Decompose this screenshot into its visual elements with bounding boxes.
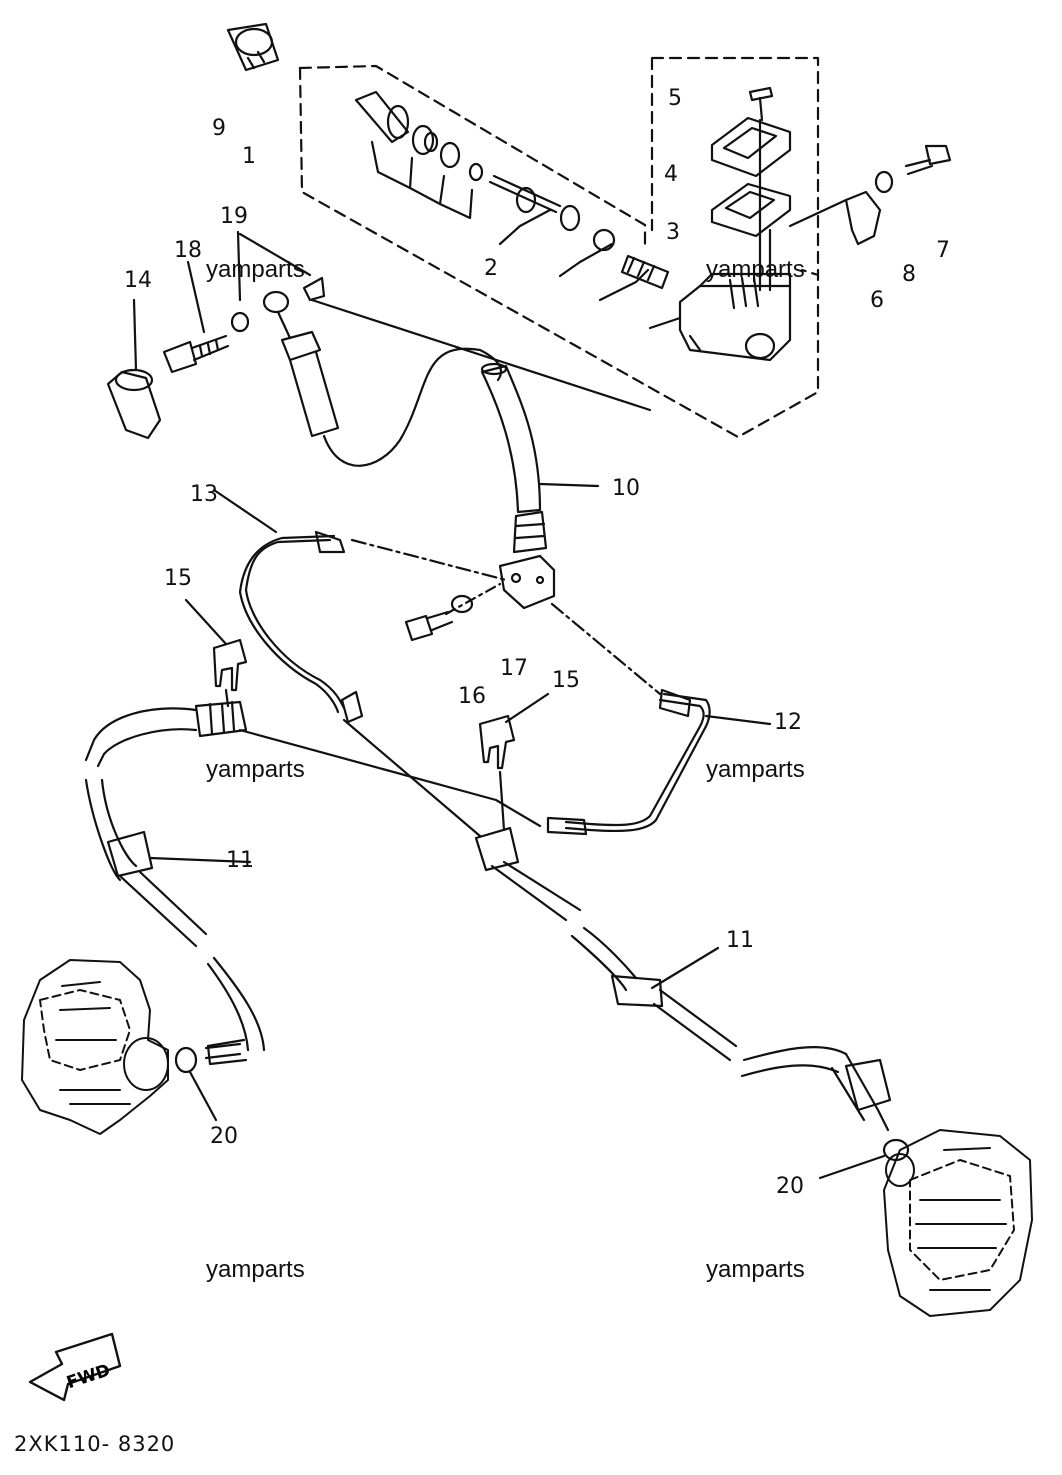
callout-14: 14: [124, 268, 152, 293]
part-14-cover: [106, 298, 162, 440]
callout-6: 6: [870, 288, 884, 313]
part-4-cap: [710, 116, 792, 178]
callout-20-right: 20: [776, 1174, 804, 1199]
callout-5: 5: [668, 86, 682, 111]
callout-19: 19: [220, 204, 248, 229]
reservoir-outline: [650, 56, 820, 277]
part-2-piston-kit: [354, 90, 670, 302]
left-brake-caliper: [21, 959, 169, 1135]
callout-20-left: 20: [210, 1124, 238, 1149]
part-20-washer-left: [174, 1046, 198, 1074]
part-20-washer-right: [882, 1138, 910, 1162]
callout-11-left: 11: [226, 848, 254, 873]
part-3-diaphragm: [710, 182, 792, 238]
callout-15-right: 15: [552, 668, 580, 693]
callout-1: 1: [242, 144, 256, 169]
callout-10: 10: [612, 476, 640, 501]
callout-2: 2: [484, 256, 498, 281]
part-6-clamp: [788, 190, 882, 246]
callout-8: 8: [902, 262, 916, 287]
callout-15-left: 15: [164, 566, 192, 591]
part-17-washer: [450, 594, 474, 614]
callout-11-right: 11: [726, 928, 754, 953]
watermark-top-right: yamparts: [706, 256, 805, 283]
watermark-mid-right: yamparts: [706, 756, 805, 783]
callout-18: 18: [174, 238, 202, 263]
part-18-bolt: [162, 260, 230, 374]
brake-joint-block: [498, 554, 556, 610]
part-8-washer: [874, 170, 894, 194]
part-12-brake-pipe: [546, 602, 772, 836]
part-7-bolt: [904, 144, 952, 176]
fwd-arrow-icon: [28, 1332, 122, 1402]
callout-3: 3: [666, 220, 680, 245]
part-19-union: [230, 230, 326, 333]
part-15-clip-right: [478, 692, 550, 832]
callout-17: 17: [500, 656, 528, 681]
part-9-boot: [226, 22, 280, 72]
callout-16: 16: [458, 684, 486, 709]
callout-7: 7: [936, 238, 950, 263]
part-11-right-hose: [238, 718, 892, 1132]
watermark-top-left: yamparts: [206, 256, 305, 283]
watermark-bottom-left: yamparts: [206, 1256, 305, 1283]
part-13-brake-pipe: [212, 488, 508, 724]
callout-9: 9: [212, 116, 226, 141]
part-11-left-hose: [84, 700, 266, 1066]
part-10-hose: [480, 362, 600, 554]
callout-4: 4: [664, 162, 678, 187]
part-5-screw: [748, 86, 774, 122]
drawing-code: 2XK110- 8320: [14, 1432, 176, 1456]
watermark-bottom-right: yamparts: [706, 1256, 805, 1283]
right-brake-caliper: [883, 1129, 1033, 1317]
fwd-label: FWD: [64, 1360, 112, 1393]
upper-brake-hose: [262, 290, 652, 467]
part-15-clip-left: [184, 598, 248, 708]
part-16-bolt: [404, 610, 454, 642]
assembly-outline-1: [298, 64, 647, 250]
callout-12: 12: [774, 710, 802, 735]
callout-13: 13: [190, 482, 218, 507]
watermark-mid-left: yamparts: [206, 756, 305, 783]
